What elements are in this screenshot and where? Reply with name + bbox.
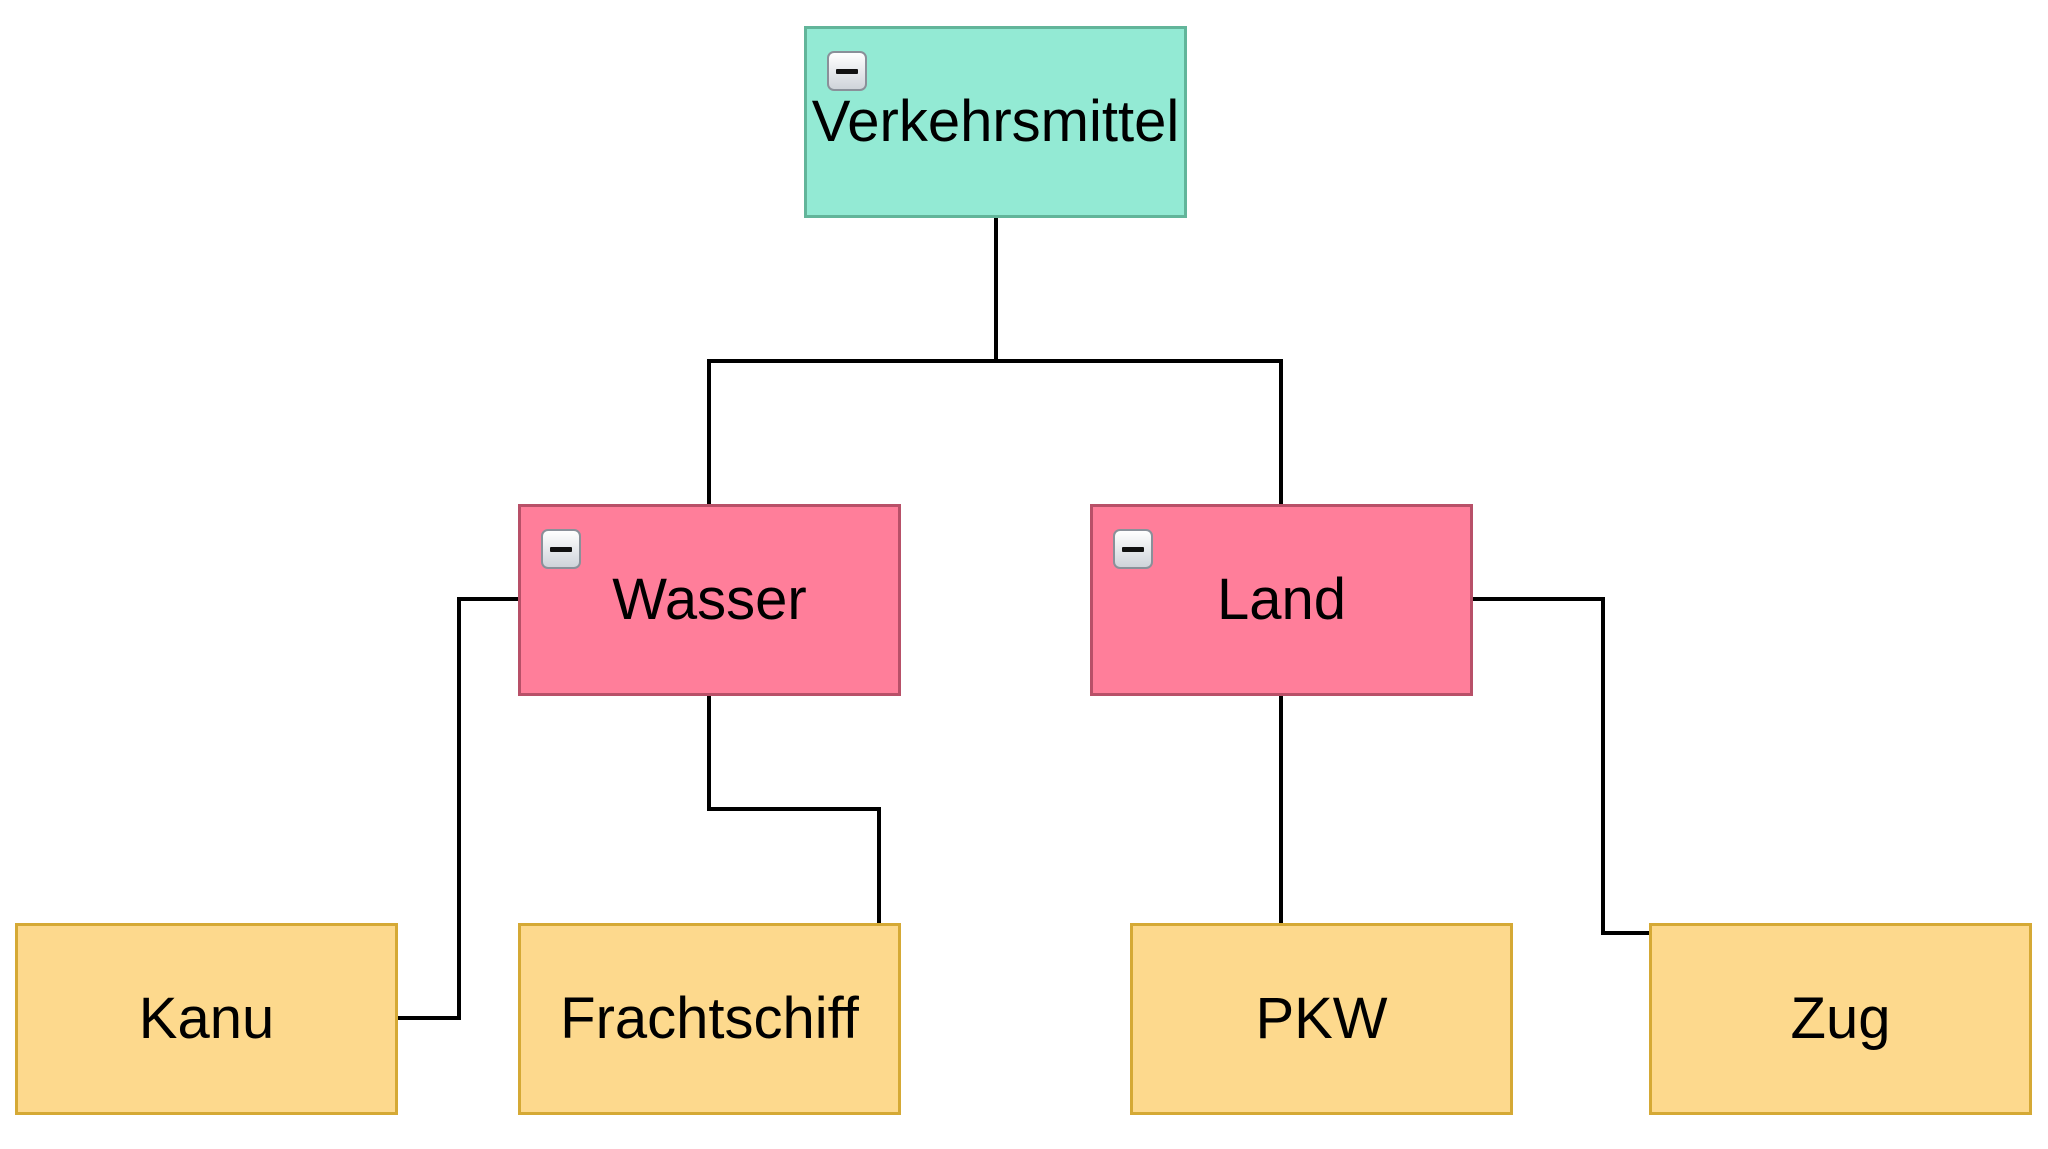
collapse-toggle-icon[interactable] — [1113, 529, 1153, 569]
node-label: Land — [1216, 567, 1347, 632]
minus-square-icon — [836, 68, 858, 74]
collapse-toggle-icon[interactable] — [827, 51, 867, 91]
edge-wasser-kanu — [398, 597, 518, 1020]
node-label: Kanu — [138, 986, 275, 1051]
node-label: PKW — [1255, 986, 1388, 1051]
node-frachtschiff[interactable]: Frachtschiff — [518, 923, 901, 1115]
minus-square-icon — [550, 546, 572, 552]
node-label: Wasser — [612, 567, 807, 632]
node-pkw[interactable]: PKW — [1130, 923, 1513, 1115]
node-label: Verkehrsmittel — [811, 89, 1180, 154]
node-label: Frachtschiff — [560, 986, 859, 1051]
node-verkehrsmittel[interactable]: Verkehrsmittel — [804, 26, 1187, 218]
node-land[interactable]: Land — [1090, 504, 1473, 696]
node-zug[interactable]: Zug — [1649, 923, 2032, 1115]
minus-square-icon — [1122, 546, 1144, 552]
edge-wasser-frachtschiff — [707, 695, 881, 923]
node-wasser[interactable]: Wasser — [518, 504, 901, 696]
collapse-toggle-icon[interactable] — [541, 529, 581, 569]
edge-verkehrsmittel-land — [994, 218, 1283, 504]
edge-land-zug — [1472, 597, 1649, 935]
edge-verkehrsmittel-wasser — [707, 218, 998, 504]
node-kanu[interactable]: Kanu — [15, 923, 398, 1115]
node-label: Zug — [1790, 986, 1891, 1051]
